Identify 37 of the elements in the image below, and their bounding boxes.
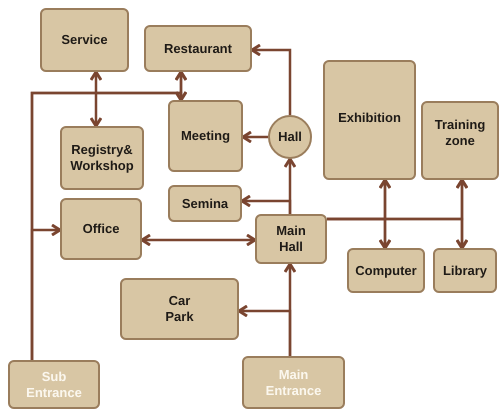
arrow bbox=[242, 130, 268, 144]
room-box bbox=[255, 214, 327, 264]
arrow bbox=[238, 304, 292, 356]
room-name: Main Entrance bbox=[264, 366, 322, 398]
room-box bbox=[433, 248, 497, 293]
room-name: Meeting bbox=[180, 128, 230, 144]
arrow bbox=[140, 234, 256, 246]
room-box bbox=[60, 198, 142, 260]
room-name: Service bbox=[61, 32, 108, 48]
room-box bbox=[60, 126, 144, 190]
room-box bbox=[8, 360, 100, 409]
room-name: Library bbox=[442, 262, 488, 278]
room-name: Computer bbox=[355, 262, 417, 278]
arrow bbox=[90, 70, 102, 128]
room-name: Main Hall bbox=[275, 223, 307, 255]
room-box bbox=[120, 278, 239, 340]
room-box bbox=[347, 248, 425, 293]
room-box bbox=[168, 100, 243, 172]
room-box bbox=[242, 356, 345, 409]
room-box bbox=[40, 8, 129, 72]
room-name: Registry& Workshop bbox=[69, 142, 135, 174]
room-name: Semina bbox=[182, 196, 228, 212]
room-box bbox=[144, 25, 252, 72]
arrow bbox=[240, 194, 292, 214]
room-box bbox=[421, 101, 499, 180]
arrow bbox=[327, 218, 468, 250]
room-name: Sub Entrance bbox=[25, 368, 83, 400]
room-name: Training zone bbox=[434, 117, 486, 148]
room-box bbox=[168, 185, 242, 222]
room-name: Hall bbox=[278, 129, 302, 145]
room-name: Restaurant bbox=[164, 40, 232, 56]
room-box bbox=[323, 60, 416, 180]
arrow bbox=[250, 44, 292, 115]
room-name: Car Park bbox=[164, 293, 195, 325]
room-name: Office bbox=[82, 221, 120, 237]
room-circle bbox=[268, 115, 312, 159]
room-name: Exhibition bbox=[338, 110, 401, 126]
